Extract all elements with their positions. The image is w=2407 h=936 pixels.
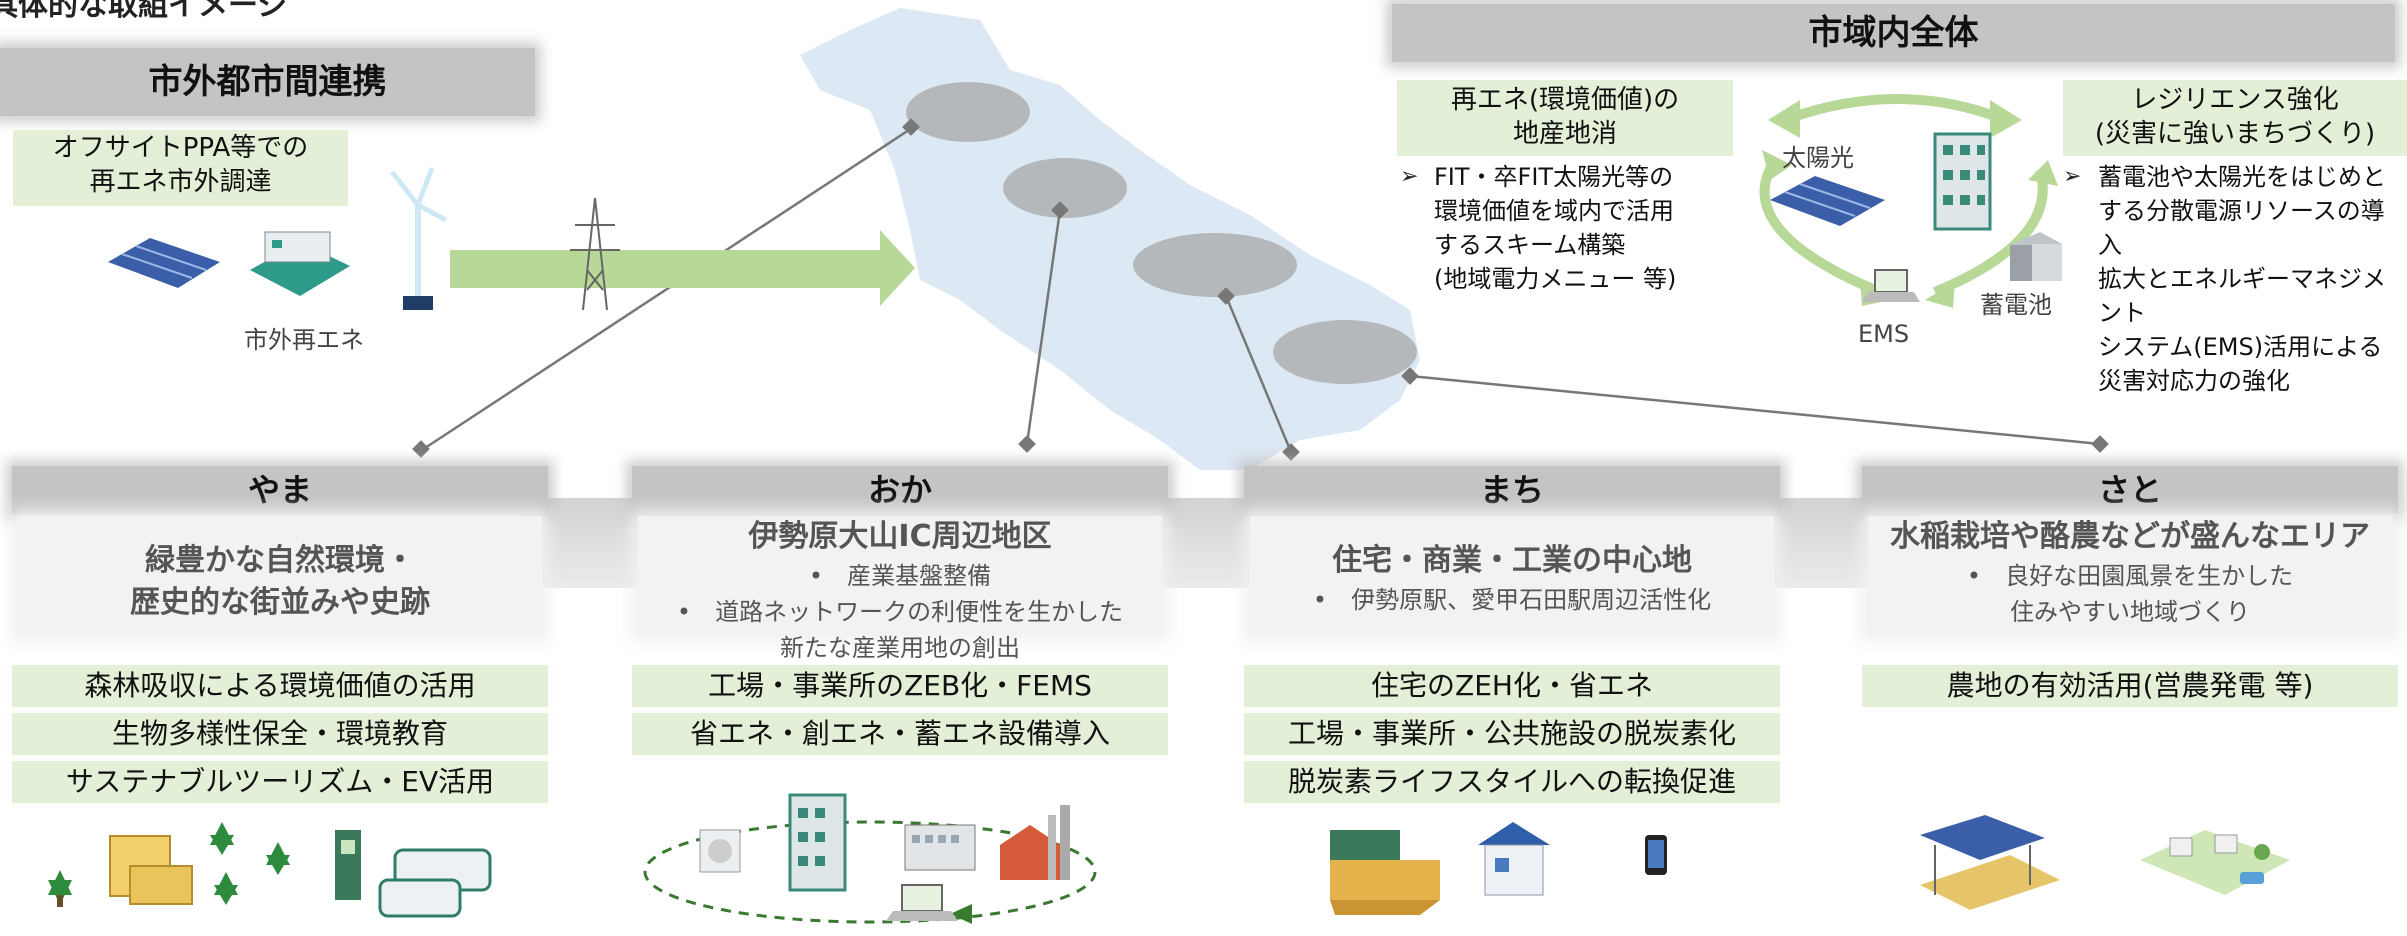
- citywide-left-bullet-marker: ➢: [1400, 164, 1419, 189]
- area-panel-machi: 住宅・商業・工業の中心地 • 伊勢原駅、愛甲石田駅周辺活性化: [1250, 516, 1774, 634]
- area-panel-sato: 水稲栽培や酪農などが盛んなエリア • 良好な田園風景を生かした 住みやすい地域づく…: [1868, 516, 2392, 634]
- citywide-left-box: 再エネ(環境価値)の 地産地消: [1397, 80, 1733, 156]
- area-item-yama: 森林吸収による環境価値の活用: [12, 665, 548, 707]
- area-item-machi: 脱炭素ライフスタイルへの転換促進: [1244, 761, 1780, 803]
- area-heading-oka: 伊勢原大山IC周辺地区: [748, 519, 1052, 554]
- label-ems: EMS: [1858, 320, 1910, 348]
- outside-caption: 市外再エネ: [244, 326, 364, 354]
- map-blob-sato: [1273, 320, 1417, 384]
- area-title-yama: やま: [12, 466, 548, 514]
- import-arrow: [450, 230, 915, 306]
- map-blob-machi: [1133, 233, 1297, 297]
- map-blob-oka: [1003, 158, 1127, 218]
- area-details-oka: • 産業基盤整備 • 道路ネットワークの利便性を生かした 新たな産業用地の創出: [676, 562, 1124, 662]
- area-item-yama: 生物多様性保全・環境教育: [12, 713, 548, 755]
- area-heading-sato: 水稲栽培や酪農などが盛んなエリア: [1890, 519, 2370, 554]
- citywide-right-box: レジリエンス強化 (災害に強いまちづくり): [2063, 80, 2407, 156]
- area-panel-yama: 緑豊かな自然環境・ 歴史的な街並みや史跡: [18, 516, 542, 634]
- area-details-sato: • 良好な田園風景を生かした 住みやすい地域づくり: [1966, 562, 2294, 626]
- area-heading-machi: 住宅・商業・工業の中心地: [1332, 543, 1692, 578]
- citywide-right-bullet: 蓄電池や太陽光をはじめと する分散電源リソースの導入 拡大とエネルギーマネジメン…: [2098, 163, 2386, 395]
- citywide-right-bullet-marker: ➢: [2063, 164, 2082, 189]
- area-item-oka: 省エネ・創エネ・蓄エネ設備導入: [632, 713, 1168, 755]
- citywide-left-bullet: FIT・卒FIT太陽光等の 環境価値を域内で活用 するスキーム構築 (地域電力メ…: [1434, 163, 1677, 293]
- city-map: [800, 8, 1420, 470]
- area-item-machi: 住宅のZEH化・省エネ: [1244, 665, 1780, 707]
- area-title-machi: まち: [1244, 466, 1780, 514]
- oka-loop: [643, 820, 1097, 924]
- area-item-yama: サステナブルツーリズム・EV活用: [12, 761, 548, 803]
- page-title: 具体的な取組イメージ: [0, 0, 288, 23]
- citywide-title: 市域内全体: [1392, 4, 2395, 62]
- label-battery: 蓄電池: [1980, 291, 2052, 319]
- area-item-sato: 農地の有効活用(営農発電 等): [1862, 665, 2398, 707]
- area-item-oka: 工場・事業所のZEB化・FEMS: [632, 665, 1168, 707]
- label-solar: 太陽光: [1782, 144, 1854, 172]
- outside-box: オフサイトPPA等での 再エネ市外調達: [13, 130, 348, 206]
- area-title-sato: さと: [1862, 466, 2398, 514]
- outside-title: 市外都市間連携: [0, 48, 535, 116]
- area-item-machi: 工場・事業所・公共施設の脱炭素化: [1244, 713, 1780, 755]
- area-details-machi: • 伊勢原駅、愛甲石田駅周辺活性化: [1312, 586, 1712, 614]
- area-panel-oka: 伊勢原大山IC周辺地区 • 産業基盤整備 • 道路ネットワークの利便性を生かした …: [638, 516, 1162, 662]
- area-title-oka: おか: [632, 466, 1168, 514]
- map-blob-yama: [906, 82, 1030, 142]
- area-heading-yama: 緑豊かな自然環境・ 歴史的な街並みや史跡: [130, 543, 430, 620]
